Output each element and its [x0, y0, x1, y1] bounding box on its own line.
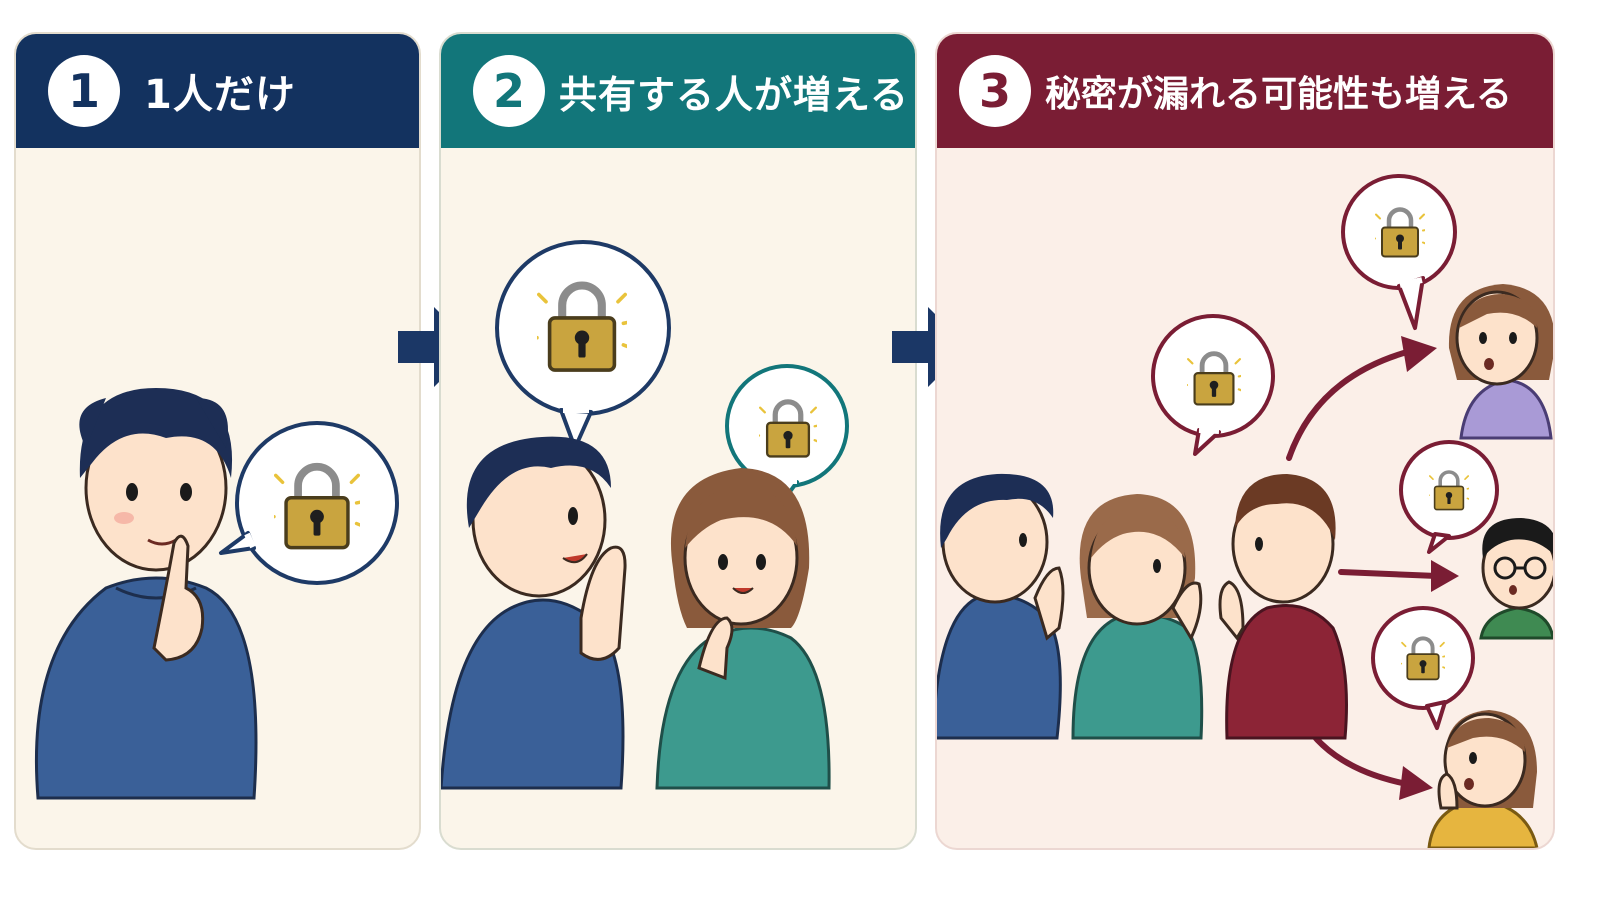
person-girl-icon — [1071, 494, 1204, 740]
step-title: 1人だけ — [144, 72, 296, 118]
arrow-right-icon — [892, 307, 968, 387]
step-title: 秘密が漏れる可能性も増える — [1045, 74, 1512, 115]
step-illustration-3 — [937, 148, 1553, 848]
person-listener-icon — [1479, 518, 1553, 640]
person-listener-icon — [1427, 710, 1539, 848]
step-panel-3: 3 秘密が漏れる可能性も増える — [935, 32, 1555, 850]
person-boy-icon — [34, 388, 258, 800]
step-header-3: 3 秘密が漏れる可能性も増える — [937, 34, 1553, 148]
step-illustration-1 — [16, 148, 419, 848]
person-boy-icon — [1218, 474, 1348, 740]
step-panel-1: 1 1人だけ — [14, 32, 421, 850]
arrowheads — [1399, 336, 1459, 800]
person-girl-icon — [655, 468, 831, 790]
step-title: 共有する人が増える — [559, 72, 909, 117]
person-listener-icon — [1448, 284, 1553, 440]
step-number-badge: 3 — [959, 55, 1031, 127]
step-illustration-2 — [441, 148, 915, 848]
step-header-1: 1 1人だけ — [16, 34, 419, 148]
step-number-badge: 1 — [48, 55, 120, 127]
person-boy-icon — [937, 473, 1065, 740]
step-panel-2: 2 共有する人が増える — [439, 32, 917, 850]
step-header-2: 2 共有する人が増える — [441, 34, 915, 148]
arrow-right-icon — [398, 307, 474, 387]
person-boy-icon — [441, 436, 627, 790]
step-number-badge: 2 — [473, 55, 545, 127]
